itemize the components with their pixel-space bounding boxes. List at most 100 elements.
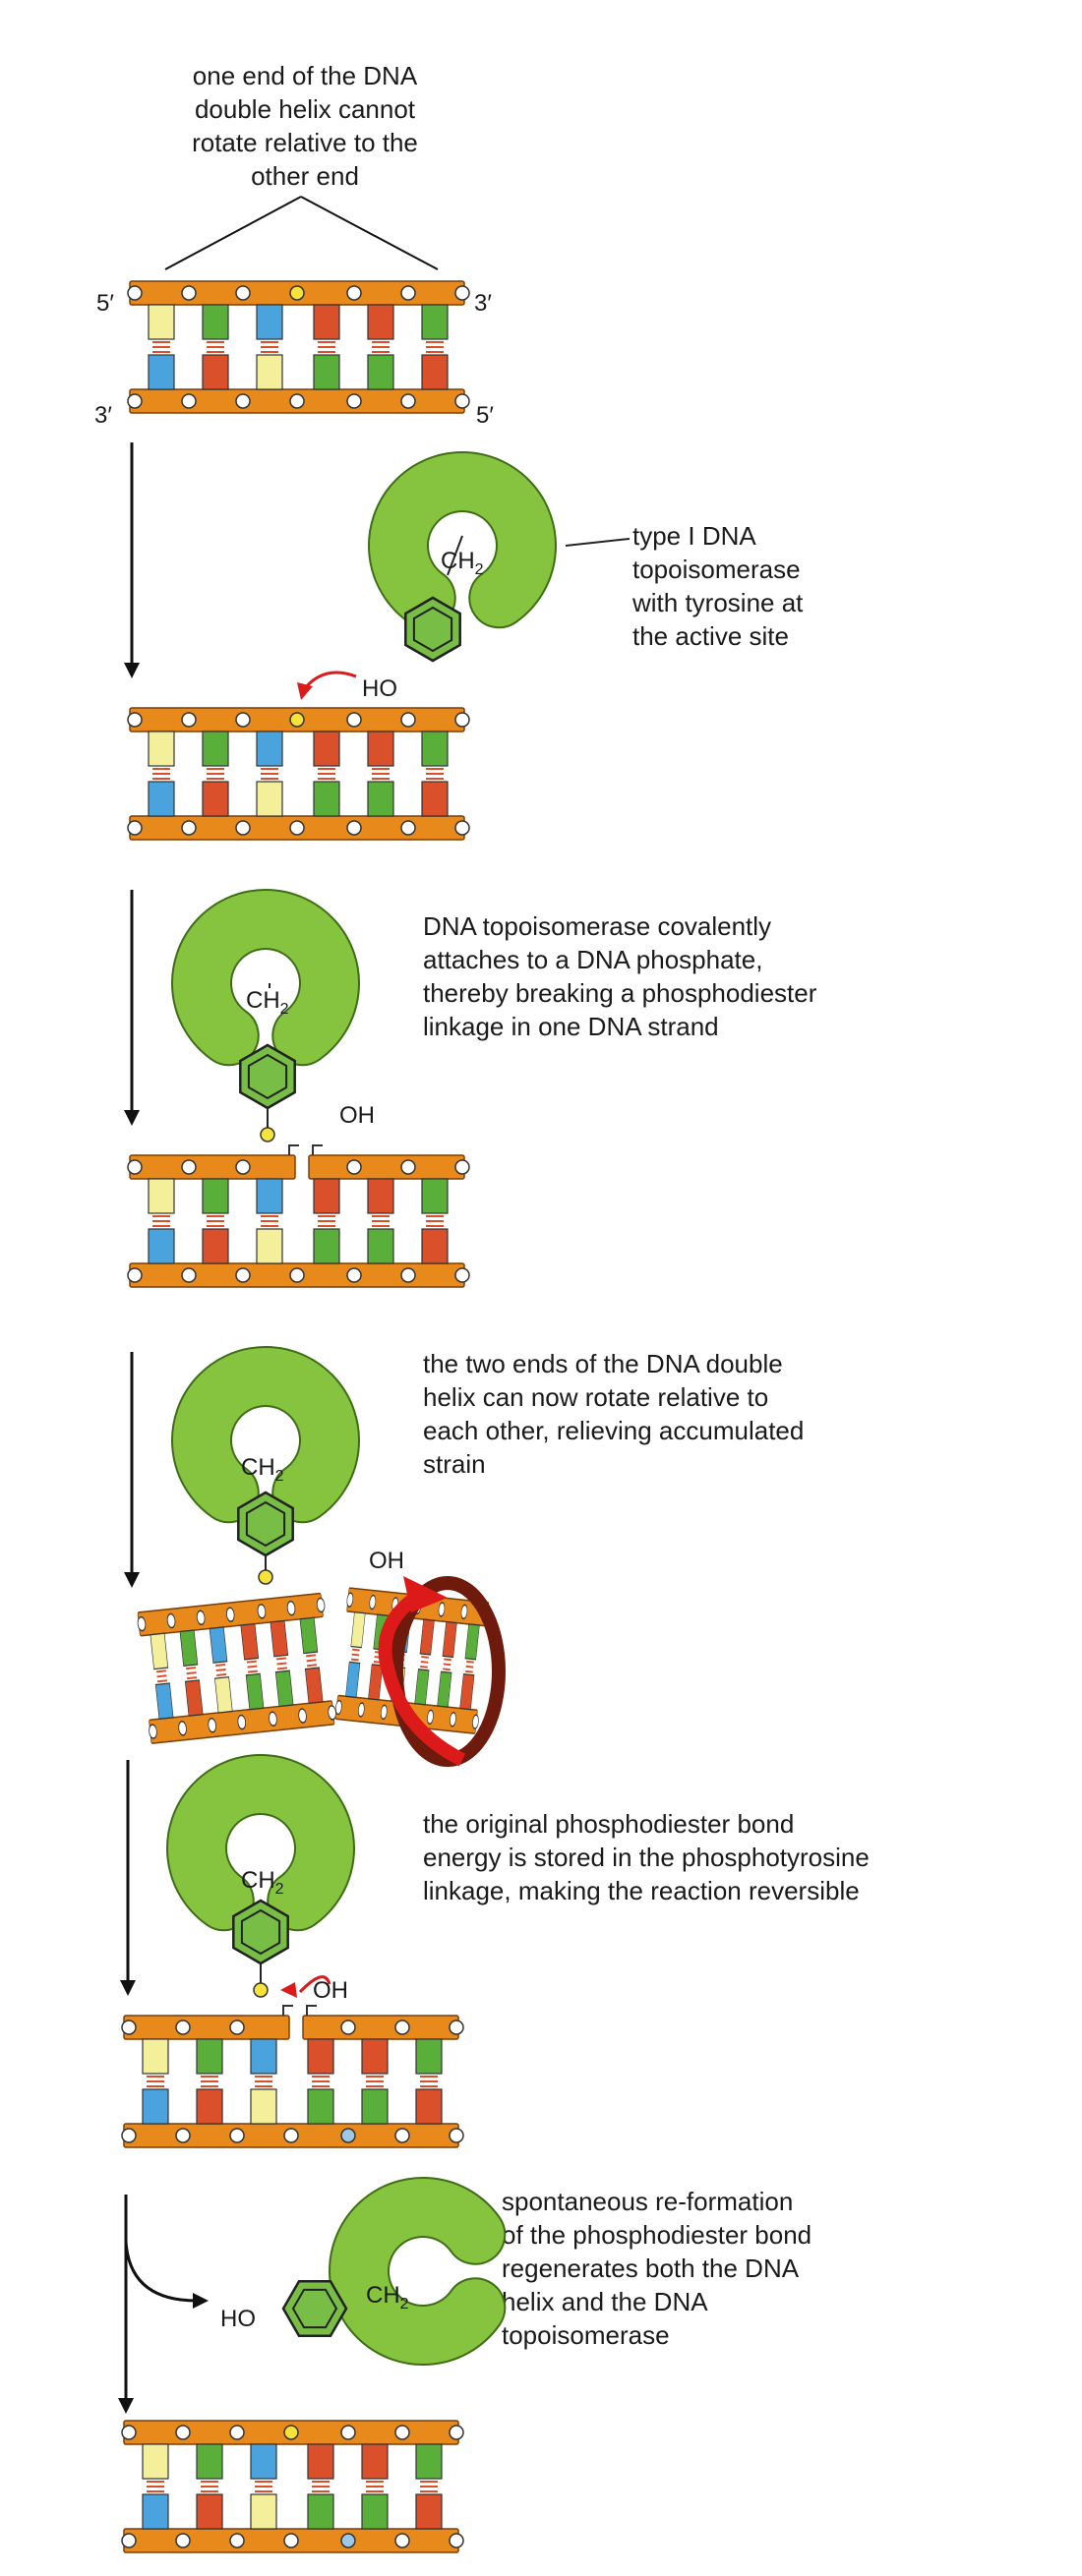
hydrogen-bond (466, 1660, 474, 1664)
base-green (313, 1228, 340, 1264)
base-green (196, 2038, 223, 2075)
base-blue (256, 1178, 283, 1214)
phosphate-circle (127, 1267, 143, 1283)
hydrogen-bond (421, 1656, 429, 1659)
hydrogen-bond (186, 1671, 197, 1675)
base-blue (209, 1626, 228, 1664)
nick-bracket-right (306, 2005, 317, 2016)
base-blue (154, 1682, 174, 1720)
ch2-bond (447, 535, 463, 576)
phosphate-circle (346, 1267, 362, 1283)
phosphate-circle (454, 1267, 470, 1283)
base-green (307, 2088, 334, 2125)
ch2-label-subscript: 2 (475, 561, 484, 578)
step2-caption-line: DNA topoisomerase covalently (423, 911, 772, 941)
phosphate-circle (283, 2425, 299, 2440)
benzene-ring (404, 596, 461, 663)
base-red (367, 731, 394, 767)
step2-caption-line: linkage in one DNA strand (423, 1012, 719, 1041)
phosphate-circle (340, 2425, 356, 2440)
step5-caption-line: helix and the DNA (502, 2287, 708, 2316)
caption-pointer (565, 538, 631, 547)
base-blue (256, 731, 283, 767)
enzyme-body (329, 2177, 507, 2366)
phosphate-circle (289, 393, 305, 409)
base-yellow (256, 354, 283, 390)
hydrogen-bond (216, 1672, 227, 1676)
base-red (313, 304, 340, 340)
benzene-ring (281, 2280, 348, 2337)
tyrosine-ring-step1 (404, 596, 461, 663)
base-red (184, 1679, 204, 1717)
hydrogen-bond (352, 1648, 360, 1652)
base-red (240, 1622, 260, 1661)
step5-caption-line: topoisomerase (502, 2320, 670, 2350)
phosphate-circle (166, 1612, 176, 1629)
hydrogen-bond (307, 1664, 318, 1668)
phosphate-circle (196, 1610, 206, 1626)
hydrogen-bond (215, 1663, 226, 1668)
base-red (307, 2038, 334, 2075)
ch2-label-main: CH (366, 2282, 400, 2309)
ho-label-step5: HO (220, 2306, 256, 2332)
step1-caption-line: topoisomerase (632, 555, 801, 584)
phosphate-circle (400, 393, 416, 409)
benzene-inner (412, 606, 453, 653)
base-green (196, 2443, 223, 2480)
step-arrow-head (124, 1110, 140, 1126)
hydrogen-bond (443, 1663, 451, 1667)
phosphate-circle (235, 285, 251, 301)
phosphate-circle (269, 1711, 277, 1727)
base-red (202, 781, 229, 817)
top-strand-left (129, 1154, 296, 1180)
phosphate-circle (346, 393, 362, 409)
ch2-label-subscript: 2 (280, 1001, 289, 1018)
phosphate-circle (454, 712, 470, 728)
phosphate-circle (454, 820, 470, 836)
phosphotyrosine-linkage (253, 1982, 269, 1998)
base-blue (148, 354, 175, 390)
hydrogen-bond (275, 1657, 286, 1661)
ch2-label-subscript: 2 (400, 2296, 409, 2313)
base-green (367, 1228, 394, 1264)
base-blue (142, 2493, 169, 2530)
hydrogen-bond (276, 1662, 287, 1666)
phosphate-circle (237, 1714, 247, 1730)
base-blue (148, 781, 175, 817)
base-red (361, 2443, 389, 2480)
base-yellow (142, 2443, 169, 2480)
step2-caption-line: attaches to a DNA phosphate, (423, 945, 763, 974)
phosphate-circle (449, 2020, 464, 2035)
ch2-label: CH2 (441, 548, 484, 578)
base-green (299, 1616, 319, 1655)
base-green (421, 304, 449, 340)
phosphate-circle (235, 1159, 251, 1175)
hydrogen-bond (444, 1658, 451, 1662)
nick-bracket-right (312, 1144, 323, 1155)
phosphate-circle (400, 1267, 416, 1283)
benzene-inner (240, 1908, 281, 1956)
ch2-label: CH2 (241, 1867, 284, 1898)
five-prime-label-top: 5′ (96, 290, 114, 317)
hydrogen-bond (306, 1659, 317, 1663)
base-red (419, 1618, 435, 1656)
base-yellow (256, 1228, 283, 1264)
oh-label-step2: OH (339, 1102, 375, 1129)
phosphate-circle (225, 1607, 235, 1622)
phosphate-circle (460, 1604, 468, 1620)
step5-caption: spontaneous re-formation of the phosphod… (502, 2185, 812, 2352)
base-yellow (250, 2493, 277, 2530)
base-green (464, 1623, 480, 1661)
phosphate-circle (286, 1600, 296, 1616)
step-arrow-head (124, 663, 140, 678)
phosphate-circle (400, 285, 416, 301)
phosphate-circle (229, 2533, 245, 2548)
step-arrow-head (118, 2398, 134, 2414)
hydrogen-bond (157, 1679, 168, 1683)
rejoin-arrow (298, 1975, 331, 1994)
dna-step1 (127, 707, 470, 841)
phosphate-circle (181, 1267, 197, 1283)
base-red (361, 2038, 389, 2075)
phosphate-circle (257, 1604, 267, 1619)
